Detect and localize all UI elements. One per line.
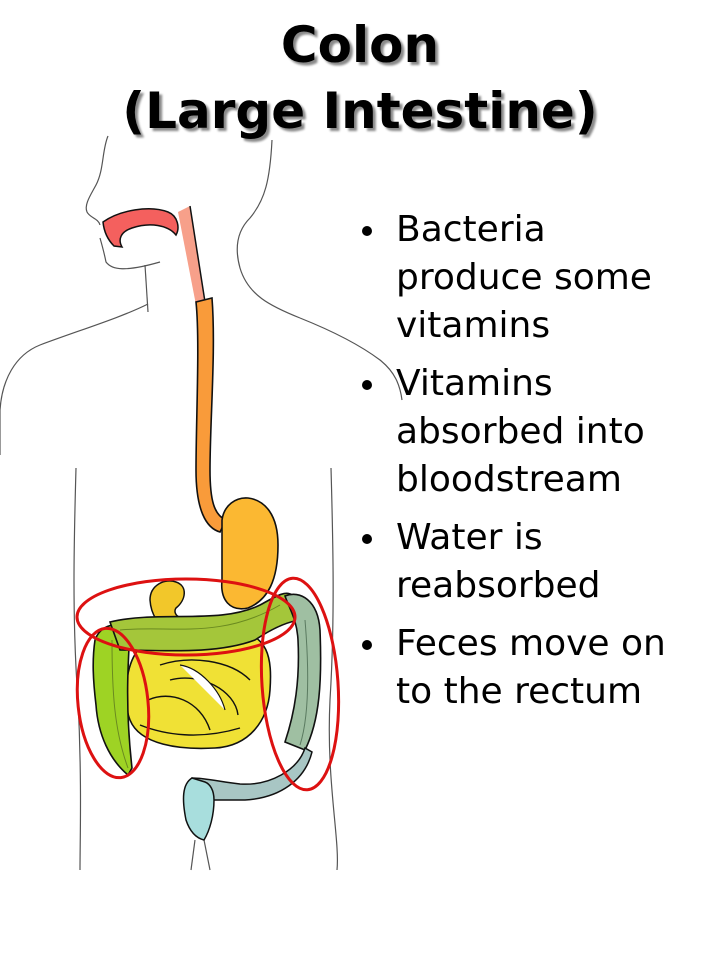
bullet-item: Feces move on to the rectum: [352, 620, 702, 716]
esophagus: [195, 296, 228, 533]
highlight-ascending-colon: [75, 626, 151, 780]
mouth: [102, 208, 179, 248]
title-line-2: (Large Intestine): [122, 82, 598, 140]
bullet-item: Vitamins absorbed into bloodstream: [352, 360, 702, 504]
title-line-1: Colon: [280, 16, 440, 74]
slide-title: Colon (Large Intestine): [0, 12, 720, 144]
highlight-descending-colon: [259, 576, 341, 792]
small-intestine: [107, 629, 272, 750]
rectum: [182, 777, 215, 841]
colon-highlight-circles: [75, 576, 341, 792]
bullet-list: Bacteria produce some vitamins Vitamins …: [352, 206, 702, 726]
bullet-item: Bacteria produce some vitamins: [352, 206, 702, 350]
pharynx: [178, 206, 204, 305]
highlight-transverse-colon: [75, 577, 297, 657]
stomach: [221, 497, 279, 610]
bullet-item: Water is reabsorbed: [352, 514, 702, 610]
